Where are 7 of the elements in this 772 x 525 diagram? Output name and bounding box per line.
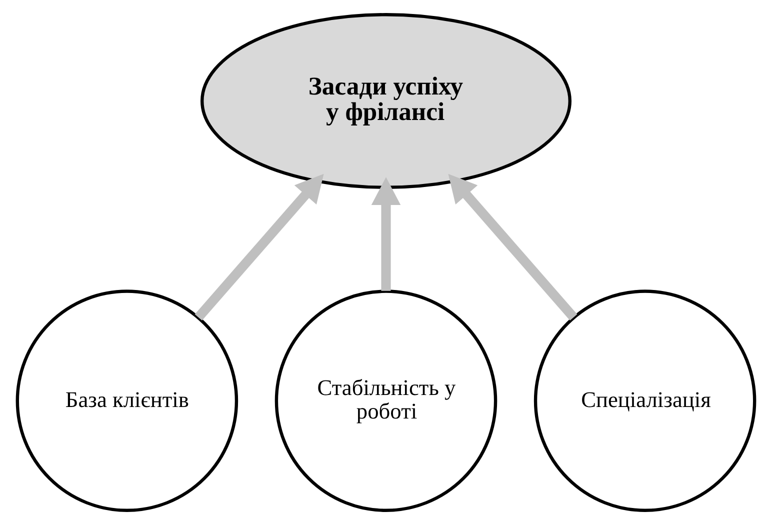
node-circle: Спеціалізація xyxy=(534,290,756,512)
arrow xyxy=(448,174,578,321)
node-circle: База клієнтів xyxy=(16,290,238,512)
node-circle: Стабільність у роботі xyxy=(274,290,498,512)
arrow xyxy=(194,174,324,321)
arrow xyxy=(371,177,401,291)
node-ellipse: Засади успіху у фрілансі xyxy=(200,13,572,189)
